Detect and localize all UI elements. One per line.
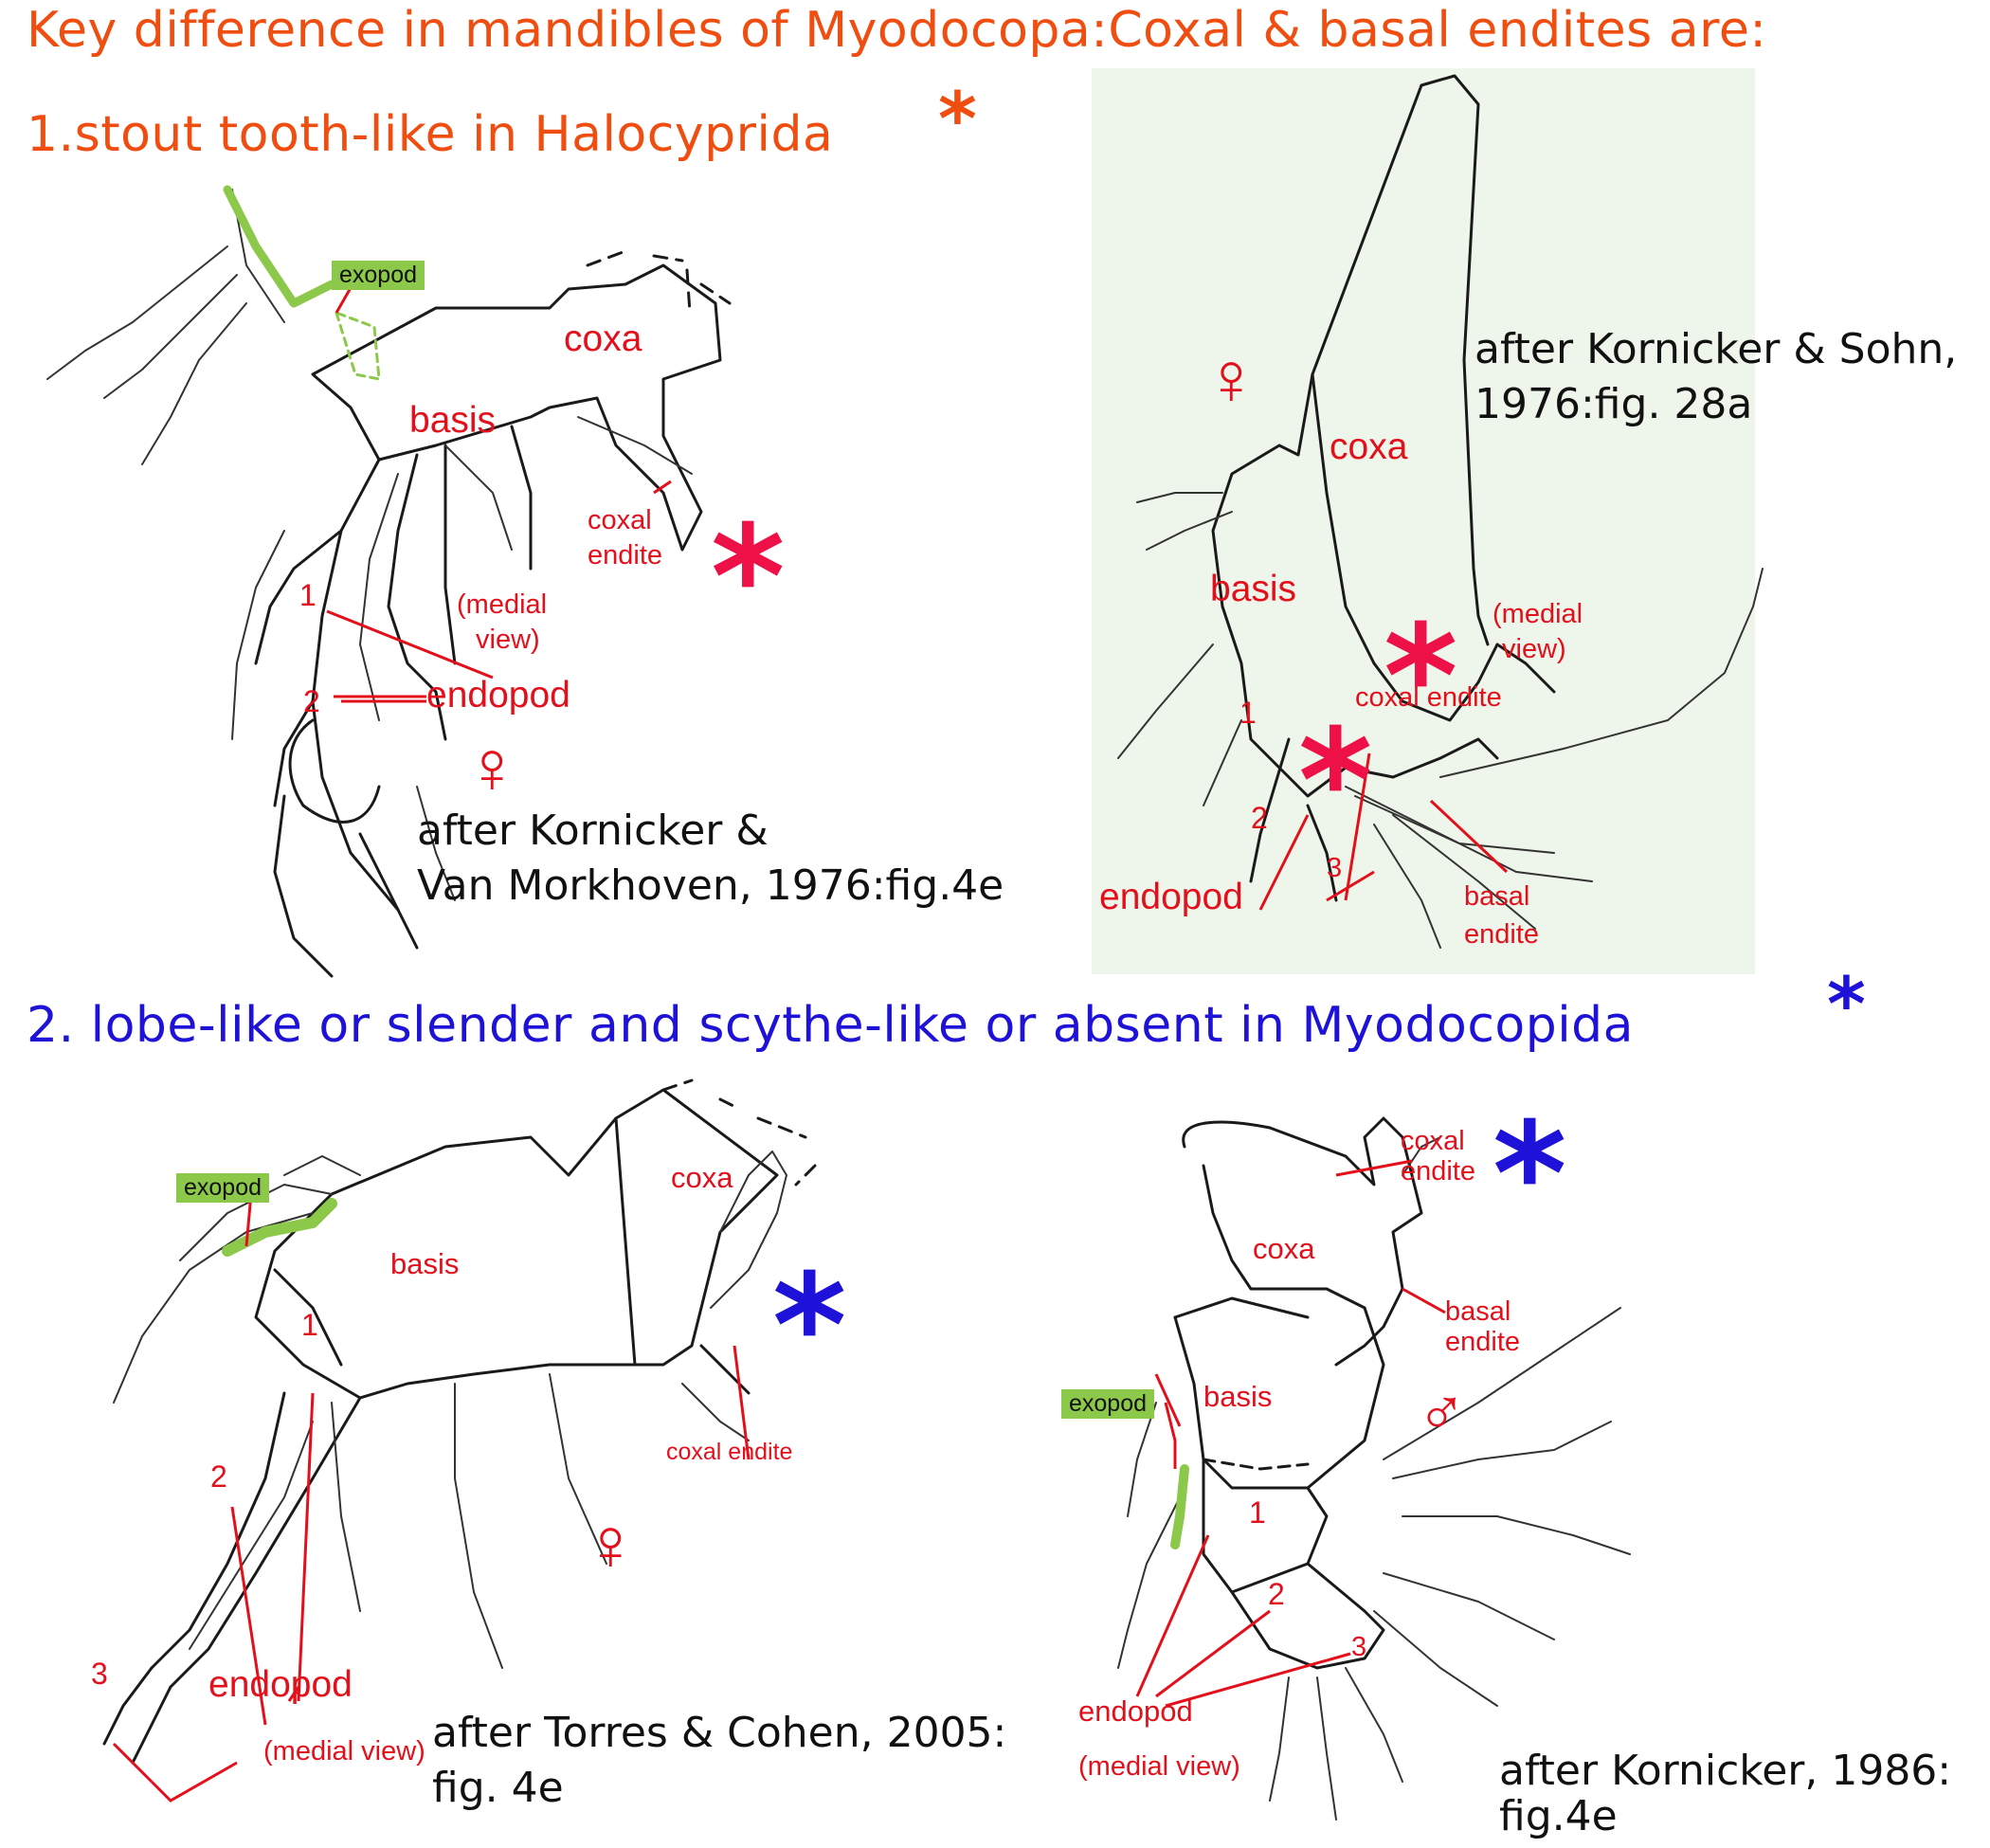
bottom-right-basal-endite-label-2: endite (1445, 1327, 1521, 1357)
top-left-setae (46, 189, 693, 901)
bottom-right-segment-1: 1 (1249, 1495, 1266, 1530)
bottom-right-segment-3: 3 (1351, 1632, 1367, 1662)
top-right-credit-line-2: 1976:fig. 28a (1474, 380, 1753, 428)
bottom-left-segment-2: 2 (210, 1459, 227, 1494)
bottom-left-credit-line-1: after Torres & Cohen, 2005: (432, 1709, 1007, 1757)
top-left-segment-2: 2 (303, 684, 320, 718)
bottom-right-coxal-endite-label-2: endite (1401, 1156, 1476, 1187)
top-left-female-symbol: ♀ (464, 725, 520, 808)
bottom-right-credit-line-2: fig.4e (1499, 1792, 1618, 1840)
top-right-mandible-outline (1211, 74, 1556, 902)
slide-title: Key difference in mandibles of Myodocopa… (27, 2, 1767, 59)
bottom-right-male-symbol: ♂ (1417, 1375, 1467, 1449)
top-right-panel-background (1092, 68, 1755, 974)
bottom-right-exopod-tag: exopod (1061, 1389, 1155, 1419)
bottom-right-asterisk: * (1492, 1093, 1567, 1258)
top-right-female-symbol: ♀ (1203, 336, 1259, 420)
top-right-basal-asterisk: * (1298, 699, 1373, 864)
bottom-right-coxa-label: coxa (1253, 1232, 1315, 1265)
bottom-left-segment-1: 1 (301, 1308, 318, 1342)
top-right-medial-view-label-2: view) (1502, 634, 1566, 664)
bottom-left-exopod-tag: exopod (176, 1173, 270, 1203)
bottom-left-coxal-endite-label: coxal endite (666, 1439, 793, 1465)
bottom-left-endopod-label: endopod (208, 1664, 353, 1705)
top-right-basis-label: basis (1210, 569, 1297, 609)
bottom-right-basal-endite-label-1: basal (1445, 1296, 1511, 1327)
top-left-endopod-label: endopod (426, 675, 570, 716)
top-right-coxal-endite-label: coxal endite (1355, 682, 1502, 713)
point-1-asterisk: * (938, 78, 977, 163)
top-right-endopod-label: endopod (1099, 877, 1243, 917)
top-left-medial-view-label-2: view) (476, 625, 540, 655)
top-left-credit-line-1: after Kornicker & (417, 806, 769, 855)
bottom-right-setae (1117, 1136, 1631, 1821)
top-left-coxal-endite-label-1: coxal (588, 505, 652, 535)
bottom-right-medial-view-label: (medial view) (1078, 1751, 1240, 1782)
bottom-right-endopod-label: endopod (1078, 1694, 1193, 1728)
top-right-credit-line-1: after Kornicker & Sohn, (1474, 325, 1958, 373)
top-right-segment-2: 2 (1251, 801, 1268, 835)
top-right-medial-view-label-1: (medial (1492, 599, 1583, 629)
top-right-segment-3: 3 (1327, 853, 1343, 883)
bottom-left-segment-3: 3 (91, 1657, 108, 1691)
top-left-mandible-outline (254, 249, 732, 978)
bottom-left-coxa-label: coxa (671, 1161, 733, 1194)
top-left-segment-1: 1 (299, 578, 317, 612)
top-right-basal-endite-label-2: endite (1464, 919, 1540, 950)
bottom-left-basis-label: basis (390, 1247, 460, 1280)
top-left-medial-view-label-1: (medial (457, 589, 548, 620)
top-right-basal-endite-label-1: basal (1464, 881, 1530, 912)
bottom-left-credit-line-2: fig. 4e (432, 1764, 564, 1812)
top-right-coxal-asterisk: * (1384, 595, 1458, 760)
bottom-right-coxal-endite-label-1: coxal (1401, 1126, 1465, 1156)
bottom-left-medial-view-label: (medial view) (263, 1736, 425, 1766)
top-left-exopod-tag: exopod (332, 261, 425, 290)
bottom-left-setae (113, 1150, 787, 1669)
top-left-credit-line-2: Van Morkhoven, 1976:fig.4e (417, 861, 1004, 910)
top-left-asterisk: * (711, 496, 786, 661)
top-right-segment-1: 1 (1239, 696, 1257, 730)
top-right-setae (1117, 492, 1764, 949)
point-2-heading: 2. lobe-like or slender and scythe-like … (27, 997, 1635, 1054)
bottom-left-female-symbol: ♀ (583, 1502, 639, 1585)
top-right-coxa-label: coxa (1330, 426, 1408, 467)
bottom-right-credit-line-1: after Kornicker, 1986: (1499, 1747, 1952, 1795)
bottom-left-asterisk: * (772, 1244, 847, 1409)
bottom-right-basis-label: basis (1203, 1380, 1273, 1413)
bottom-right-mandible-outline (1173, 1116, 1423, 1670)
top-left-basis-label: basis (409, 400, 497, 441)
bottom-right-segment-2: 2 (1268, 1577, 1285, 1611)
point-2-asterisk: * (1827, 963, 1866, 1048)
top-left-coxal-endite-label-2: endite (588, 540, 663, 571)
bottom-left-mandible-outline (102, 1078, 817, 1765)
leader-lines (112, 279, 1509, 1803)
top-left-coxa-label: coxa (564, 318, 642, 359)
point-1-heading: 1.stout tooth-like in Halocyprida (27, 106, 834, 163)
